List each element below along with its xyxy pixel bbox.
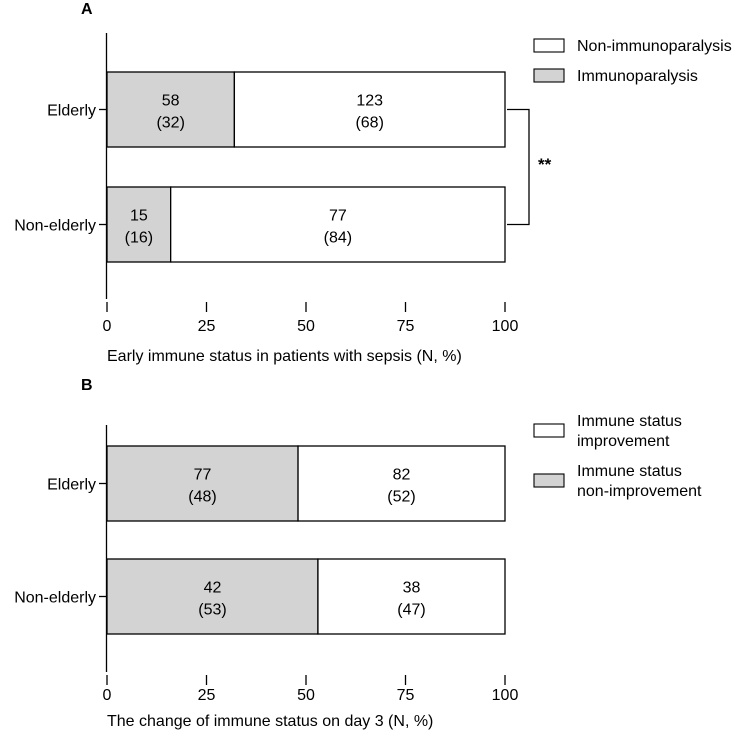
bar-segment	[170, 186, 506, 263]
data-label-percent: (68)	[355, 115, 383, 132]
x-tick-label: 100	[492, 318, 519, 335]
panel-b: B Elderly 77 (48) 82 (52) Non-elderly 42 (53) 38 (…	[14, 377, 702, 730]
panel-label: B	[81, 377, 93, 394]
category-label: Elderly	[47, 103, 96, 120]
x-tick-label: 75	[397, 318, 415, 335]
legend-label: non-improvement	[577, 483, 702, 500]
bar-segment	[106, 445, 299, 522]
legend-label: improvement	[577, 433, 670, 450]
legend-label: Immunoparalysis	[577, 68, 698, 85]
bar-segment	[106, 71, 236, 148]
panel-label: A	[81, 1, 93, 18]
category-label: Non-elderly	[14, 590, 96, 607]
significance-marker: **	[538, 155, 552, 174]
x-tick-label: 75	[397, 687, 415, 704]
data-label-count: 58	[162, 93, 180, 110]
legend-swatch	[533, 38, 565, 53]
x-tick-label: 0	[103, 318, 112, 335]
data-label-count: 77	[329, 208, 347, 225]
x-tick-label: 25	[198, 318, 216, 335]
x-tick-label: 50	[297, 687, 315, 704]
data-label-percent: (48)	[188, 489, 216, 506]
bar-segment	[233, 71, 506, 148]
bar-segment	[317, 558, 506, 635]
category-label: Elderly	[47, 477, 96, 494]
data-label-percent: (16)	[125, 230, 153, 247]
legend-label: Immune status	[577, 463, 682, 480]
significance-bracket	[507, 108, 530, 226]
data-label-count: 42	[204, 580, 222, 597]
bar-segment	[297, 445, 506, 522]
x-tick-label: 50	[297, 318, 315, 335]
x-axis-title: The change of immune status on day 3 (N,…	[107, 713, 433, 730]
data-label-count: 82	[393, 467, 411, 484]
bar-segment	[106, 186, 172, 263]
legend-swatch	[533, 68, 565, 83]
data-label-percent: (53)	[198, 602, 226, 619]
data-label-count: 15	[130, 208, 148, 225]
legend-swatch	[533, 423, 565, 438]
bar-segment	[106, 558, 319, 635]
legend-swatch	[533, 473, 565, 488]
x-tick-label: 25	[198, 687, 216, 704]
data-label-percent: (47)	[397, 602, 425, 619]
x-axis-title: Early immune status in patients with sep…	[107, 348, 462, 365]
data-label-percent: (84)	[324, 230, 352, 247]
legend-label: Non-immunoparalysis	[577, 38, 732, 55]
x-tick-label: 100	[492, 687, 519, 704]
data-label-percent: (32)	[156, 115, 184, 132]
category-label: Non-elderly	[14, 218, 96, 235]
panel-a: A Elderly 58 (32) 123 (68) Non-elderly 15 (16) 77…	[14, 1, 732, 365]
x-tick-label: 0	[103, 687, 112, 704]
data-label-percent: (52)	[387, 489, 415, 506]
data-label-count: 123	[356, 93, 383, 110]
data-label-count: 77	[194, 467, 212, 484]
data-label-count: 38	[403, 580, 421, 597]
legend-label: Immune status	[577, 413, 682, 430]
